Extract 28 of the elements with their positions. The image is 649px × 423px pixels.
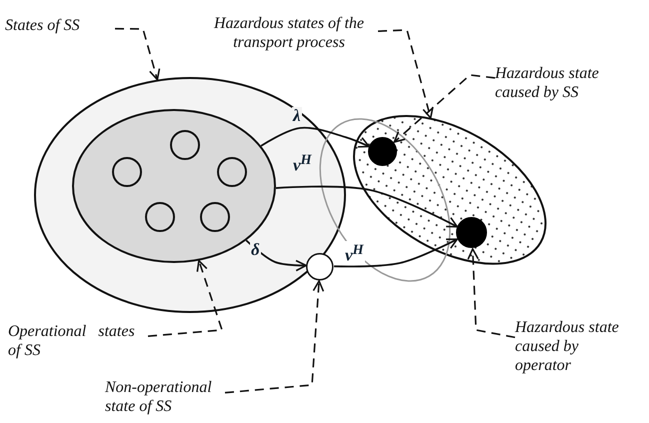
leader-arrow	[378, 29, 434, 119]
leader-arrow	[224, 280, 324, 394]
hazardous-states-ellipse	[353, 115, 547, 265]
state-circle	[200, 202, 230, 232]
annotation-text: Hazardous states of the transport process	[212, 14, 366, 52]
edge-label: ν$^{H}$	[344, 241, 365, 265]
state-circle	[170, 130, 200, 160]
operational-states-ellipse	[72, 109, 276, 263]
transition-arrow	[246, 240, 307, 272]
annotation-text: Hazardous state caused by operator	[515, 318, 620, 375]
state-circle	[145, 202, 175, 232]
leader-arrow	[115, 28, 160, 80]
state-circle	[217, 157, 247, 187]
state-circle	[112, 157, 142, 187]
transition-arrow	[334, 238, 458, 268]
annotation-text: Non-operational state of SS	[105, 378, 213, 416]
leader-arrow	[393, 74, 496, 143]
hazardous-state-dot	[368, 137, 398, 166]
hazardous-state-dot	[456, 217, 488, 248]
states-ellipse	[34, 77, 346, 313]
annotation-text: States of SS	[5, 16, 81, 35]
annotation-text: Operational states of SS	[8, 322, 136, 360]
leader-arrow	[467, 248, 516, 338]
transition-arrow	[260, 126, 370, 148]
annotation-text: Hazardous state caused by SS	[495, 64, 600, 102]
leader-arrow	[148, 260, 224, 337]
transition-arrow	[276, 186, 458, 228]
non-operational-state-circle	[306, 253, 334, 281]
